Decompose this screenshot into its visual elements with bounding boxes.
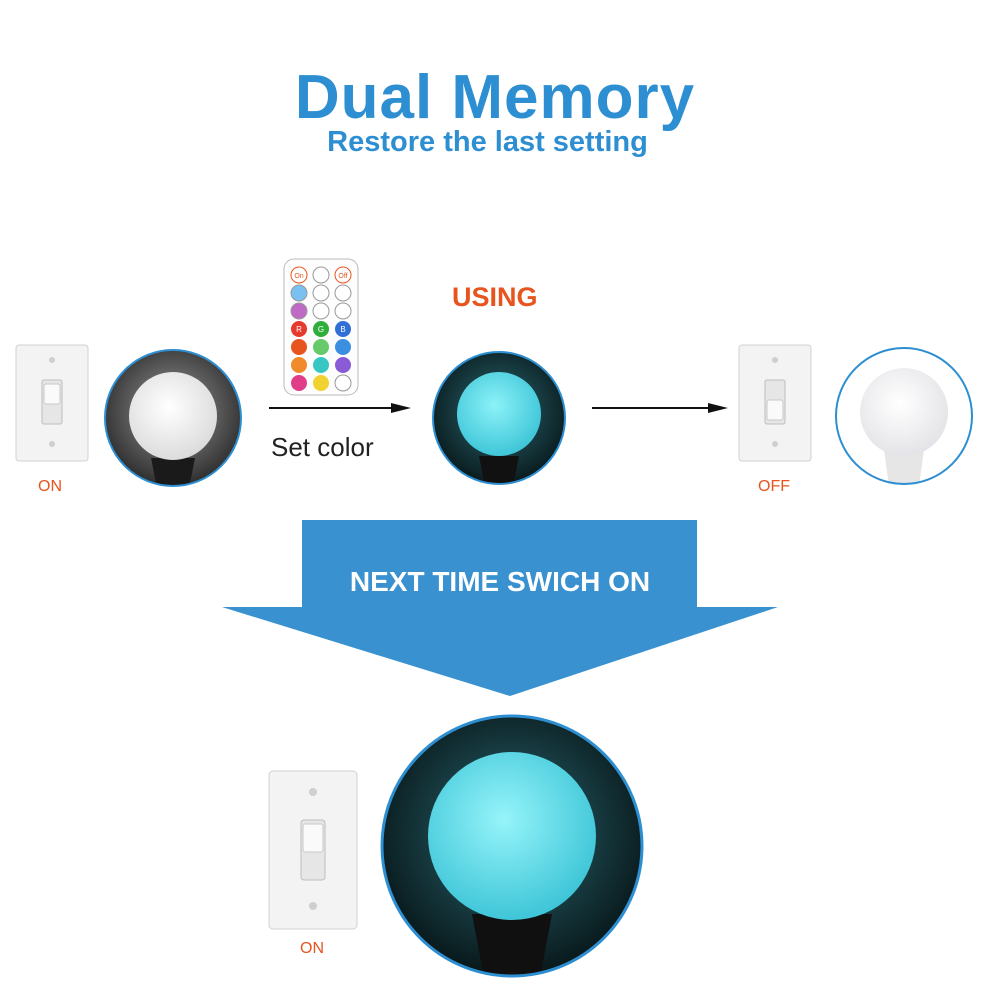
svg-text:B: B xyxy=(340,325,345,334)
wall-switch-on-icon xyxy=(15,344,89,462)
switch-on-label: ON xyxy=(38,478,62,495)
switch-off-label: OFF xyxy=(758,478,790,495)
bulb-white-on-icon xyxy=(104,349,242,487)
wall-switch-off-icon xyxy=(738,344,812,462)
page-title: Dual Memory xyxy=(294,63,696,132)
wall-switch-on-icon-2 xyxy=(268,770,358,930)
set-color-label: Set color xyxy=(271,432,374,462)
bulb-off-icon xyxy=(835,347,973,485)
svg-text:Off: Off xyxy=(338,273,347,280)
arrow-right-icon xyxy=(269,403,411,413)
bulb-cyan-restored-icon xyxy=(380,714,644,978)
svg-text:G: G xyxy=(318,325,324,334)
remote-control-icon: On Off R G B xyxy=(283,258,359,396)
banner-text: NEXT TIME SWICH ON xyxy=(349,566,651,597)
bulb-cyan-using-icon xyxy=(432,351,566,485)
svg-text:R: R xyxy=(296,325,302,334)
switch-on-label-2: ON xyxy=(300,940,324,957)
page-subtitle: Restore the last setting xyxy=(327,126,648,158)
arrow-right-icon-2 xyxy=(592,403,728,413)
using-label: USING xyxy=(452,282,538,312)
svg-text:On: On xyxy=(294,273,303,280)
